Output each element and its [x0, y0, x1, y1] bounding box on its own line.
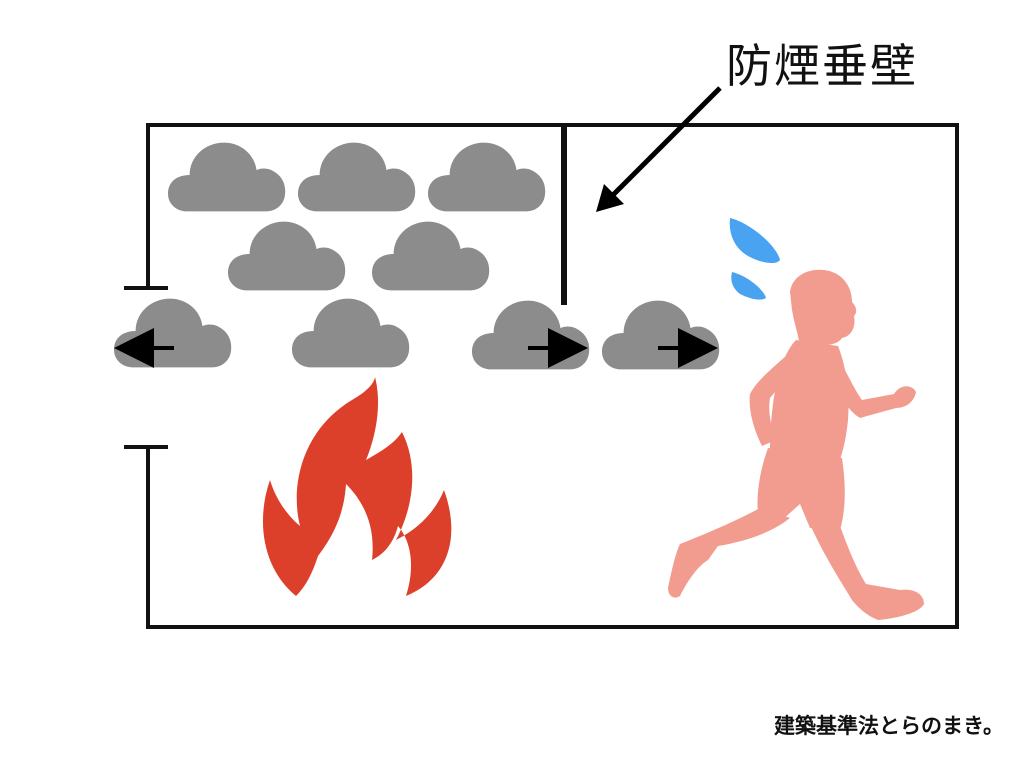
smoke-cloud	[168, 142, 286, 212]
sweat-drop-icon	[729, 218, 780, 264]
sweat-drop-icon	[731, 272, 766, 300]
source-credit: 建築基準法とらのまき。	[774, 714, 1004, 738]
running-person	[668, 269, 924, 620]
smoke-barrier-wall	[561, 125, 567, 305]
room-outline	[124, 123, 959, 629]
smoke-cloud	[602, 300, 720, 370]
smoke-cloud	[298, 142, 416, 212]
smoke-cloud	[228, 221, 346, 291]
smoke-cloud	[292, 298, 410, 368]
pointer-arrow	[596, 86, 722, 212]
smoke-cloud	[428, 142, 546, 212]
fire-flame-icon	[262, 377, 452, 596]
smoke-cloud	[114, 298, 232, 368]
smoke-cloud	[472, 300, 590, 370]
smoke-cloud	[372, 221, 490, 291]
smoke-barrier-label: 防煙垂壁	[726, 39, 918, 93]
